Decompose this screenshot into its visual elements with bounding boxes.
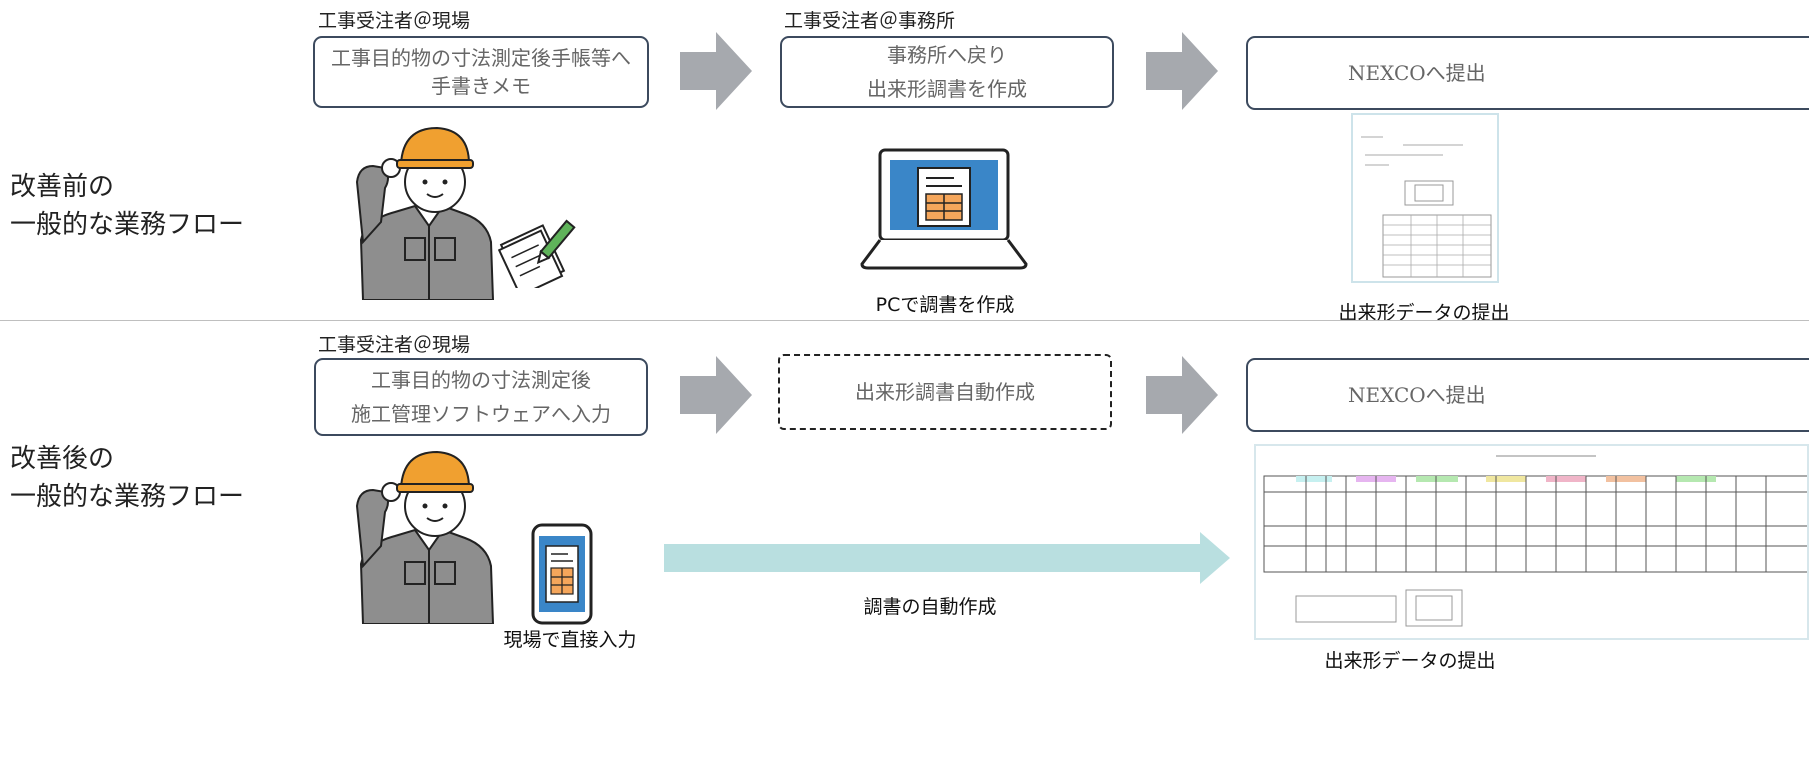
smartphone-icon (531, 523, 593, 625)
before-step1-line1: 工事目的物の寸法測定後手帳等へ (331, 46, 631, 70)
chevron-arrow-icon (680, 32, 752, 110)
after-step1-role: 工事受注者＠現場 (318, 334, 471, 356)
after-step2-line1: 出来形調書自動作成 (855, 380, 1035, 404)
before-step1-line2: 手書きメモ (431, 74, 531, 98)
chevron-arrow-icon (680, 356, 752, 434)
before-step3-line1: NEXCOへ提出 (1348, 61, 1486, 85)
auto-create-caption: 調書の自動作成 (863, 596, 997, 618)
before-row-label: 改善前の 一般的な業務フロー (10, 168, 244, 244)
worker-illustration (355, 126, 495, 300)
chevron-arrow-icon (1146, 32, 1218, 110)
after-step3-box: NEXCOへ提出 (1246, 358, 1809, 432)
worker-illustration (355, 450, 495, 624)
after-row-label-line2: 一般的な業務フロー (10, 482, 245, 512)
after-step1-box: 工事目的物の寸法測定後 施工管理ソフトウェアへ入力 (314, 358, 648, 436)
before-step3-box: NEXCOへ提出 (1246, 36, 1809, 110)
after-step1-caption: 現場で直接入力 (503, 629, 637, 651)
after-step2-box: 出来形調書自動作成 (778, 354, 1112, 430)
before-step1-box: 工事目的物の寸法測定後手帳等へ 手書きメモ (313, 36, 649, 108)
chevron-arrow-icon (1146, 356, 1218, 434)
document-thumbnail-drawing (1361, 136, 1492, 278)
document-thumbnail (1254, 444, 1809, 640)
after-step3-line1: NEXCOへ提出 (1348, 383, 1486, 407)
laptop-icon (860, 148, 1028, 270)
after-row-label-line1: 改善後の (10, 444, 115, 474)
document-thumbnail-drawing (1263, 455, 1809, 627)
after-step3-caption: 出来形データの提出 (1324, 650, 1496, 672)
after-step1-line2: 施工管理ソフトウェアへ入力 (351, 402, 611, 426)
before-step2-box: 事務所へ戻り 出来形調書を作成 (780, 36, 1114, 108)
document-thumbnail (1351, 113, 1499, 283)
before-step2-caption: PCで調書を作成 (875, 294, 1015, 316)
before-step2-role: 工事受注者＠事務所 (784, 10, 956, 32)
after-row-label: 改善後の 一般的な業務フロー (10, 440, 244, 516)
before-row-label-line2: 一般的な業務フロー (10, 210, 245, 240)
after-step1-line1: 工事目的物の寸法測定後 (371, 368, 591, 392)
section-divider (0, 320, 1809, 321)
before-step3-caption: 出来形データの提出 (1338, 302, 1510, 324)
before-step2-line1: 事務所へ戻り (887, 43, 1007, 67)
long-arrow-icon (664, 532, 1230, 584)
before-row-label-line1: 改善前の (10, 172, 115, 202)
before-step1-role: 工事受注者＠現場 (318, 10, 471, 32)
before-step2-line2: 出来形調書を作成 (867, 77, 1027, 101)
notepad-pencil-icon (498, 219, 576, 288)
